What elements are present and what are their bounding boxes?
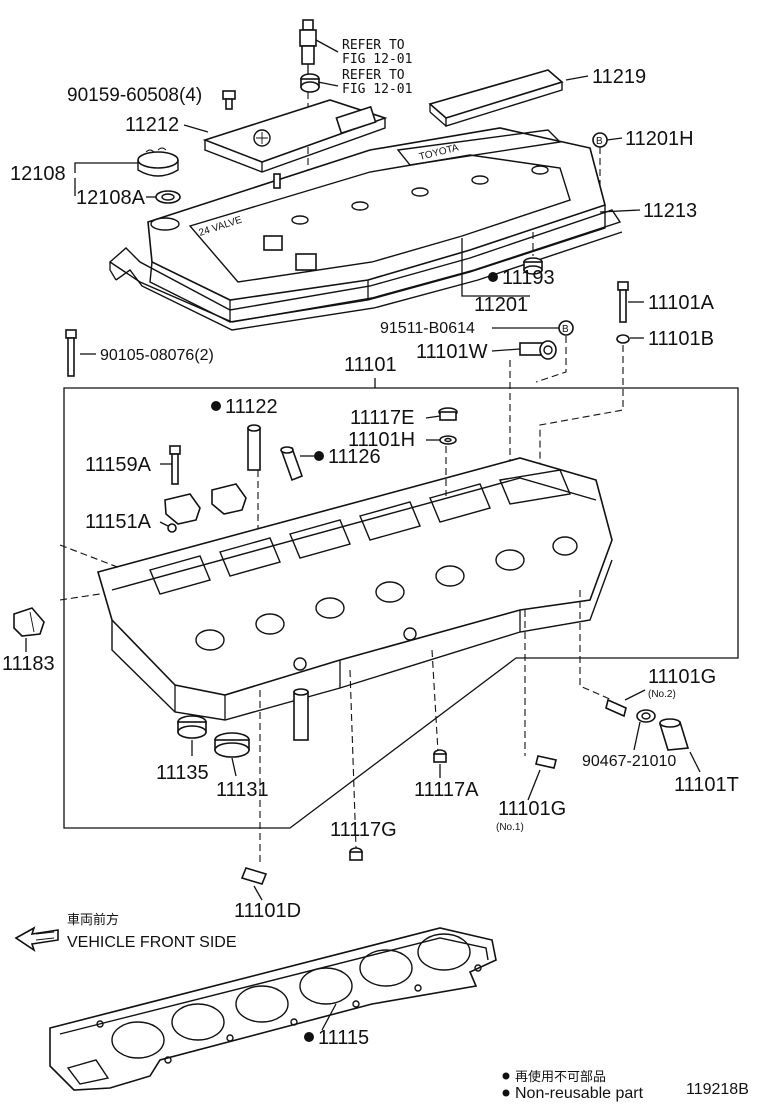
label-no1: (No.1) <box>496 822 524 833</box>
label-11101A: 11101A <box>648 292 715 314</box>
label-11213: 11213 <box>643 200 697 222</box>
cylinder-head-drawing <box>97 457 613 721</box>
refer-note-2: REFER TO <box>342 68 405 83</box>
label-11201H: 11201H <box>625 128 694 150</box>
label-11101H: 11101H <box>348 429 415 451</box>
fig-note-1: FIG 12-01 <box>342 52 412 67</box>
label-11101T: 11101T <box>674 774 739 796</box>
marker-b-mid: B <box>562 324 569 335</box>
label-11212: 11212 <box>125 114 179 136</box>
cap-11183-drawing <box>13 607 45 637</box>
front-arrow-icon <box>14 926 59 952</box>
tube-drawing <box>293 688 309 741</box>
label-11193: 11193 <box>502 267 555 289</box>
label-11219: 11219 <box>592 66 646 88</box>
plug-11117A-drawing <box>433 749 447 763</box>
spark-plug-drawing <box>299 19 317 74</box>
label-11159A: 11159A <box>85 454 152 476</box>
plug-seal-drawing <box>300 73 320 93</box>
label-11101B: 11101B <box>648 328 714 350</box>
label-90159-60508: 90159-60508(4) <box>67 85 202 106</box>
label-11117E: 11117E <box>350 407 415 429</box>
label-11101G-no2: 11101G <box>648 666 716 688</box>
label-11101: 11101 <box>344 354 397 376</box>
label-11101D: 11101D <box>234 900 301 922</box>
label-11117G: 11117G <box>330 819 397 841</box>
label-11101G-no1: 11101G <box>498 798 566 820</box>
front-label-en: VEHICLE FRONT SIDE <box>67 934 237 951</box>
label-90467-21010: 90467-21010 <box>582 753 676 770</box>
hose-11101T-drawing <box>658 718 690 751</box>
seal-11131-drawing <box>214 732 250 758</box>
hose-clamp-drawing <box>636 709 656 723</box>
label-11115: 11115 <box>318 1027 369 1049</box>
label-11183: 11183 <box>2 653 55 675</box>
label-11117A: 11117A <box>414 779 479 801</box>
bolt-11159A-drawing <box>169 445 181 485</box>
cylinder-head-group-frame <box>63 387 739 829</box>
plug-11117E-drawing <box>438 407 458 421</box>
oil-cap-12108-drawing <box>137 147 179 177</box>
guide-11122-drawing <box>247 424 261 471</box>
label-90105-08076: 90105-08076(2) <box>100 347 214 364</box>
sensor-11101W-drawing <box>519 340 557 360</box>
label-11135: 11135 <box>156 762 209 784</box>
bolt-90105-drawing <box>65 329 77 377</box>
fig-note-2: FIG 12-01 <box>342 82 412 97</box>
pin-11101G-no2-drawing <box>605 698 627 718</box>
bearing-cap-drawing <box>164 483 247 525</box>
head-cover-11201-drawing: TOYOTA 24 VALVE <box>147 127 606 323</box>
figure-number: 119218B <box>686 1081 749 1098</box>
label-11151A: 11151A <box>85 511 152 533</box>
marker-b-top: B <box>596 136 603 147</box>
label-12108A: 12108A <box>76 187 146 209</box>
label-11101W: 11101W <box>416 341 488 363</box>
seal-11135-drawing <box>177 715 207 739</box>
label-11201: 11201 <box>474 294 528 316</box>
top-plate-11219-drawing <box>428 69 564 127</box>
cover-bolt-drawing <box>222 90 236 110</box>
label-11131: 11131 <box>216 779 269 801</box>
ornament-plate-11212-drawing <box>202 99 388 173</box>
plug-11117G-drawing <box>349 847 363 861</box>
label-no2: (No.2) <box>648 689 676 700</box>
label-91511-B0614: 91511-B0614 <box>380 320 475 337</box>
label-12108: 12108 <box>10 163 66 185</box>
refer-note-1: REFER TO <box>342 38 405 53</box>
legend-en: Non-reusable part <box>515 1085 644 1102</box>
bolt-11101A-drawing <box>617 281 629 323</box>
front-label-jp: 車両前方 <box>67 912 119 928</box>
stud-11101D-drawing <box>240 867 268 885</box>
label-11122: 11122 <box>225 396 278 418</box>
guide-11126-drawing <box>280 446 304 482</box>
pin-11101G-no1-drawing <box>535 755 557 769</box>
head-gasket-11115-drawing <box>49 927 497 1091</box>
legend-jp: 再使用不可部品 <box>515 1069 606 1085</box>
label-11126: 11126 <box>328 446 381 468</box>
gasket-11213-drawing <box>108 209 623 331</box>
